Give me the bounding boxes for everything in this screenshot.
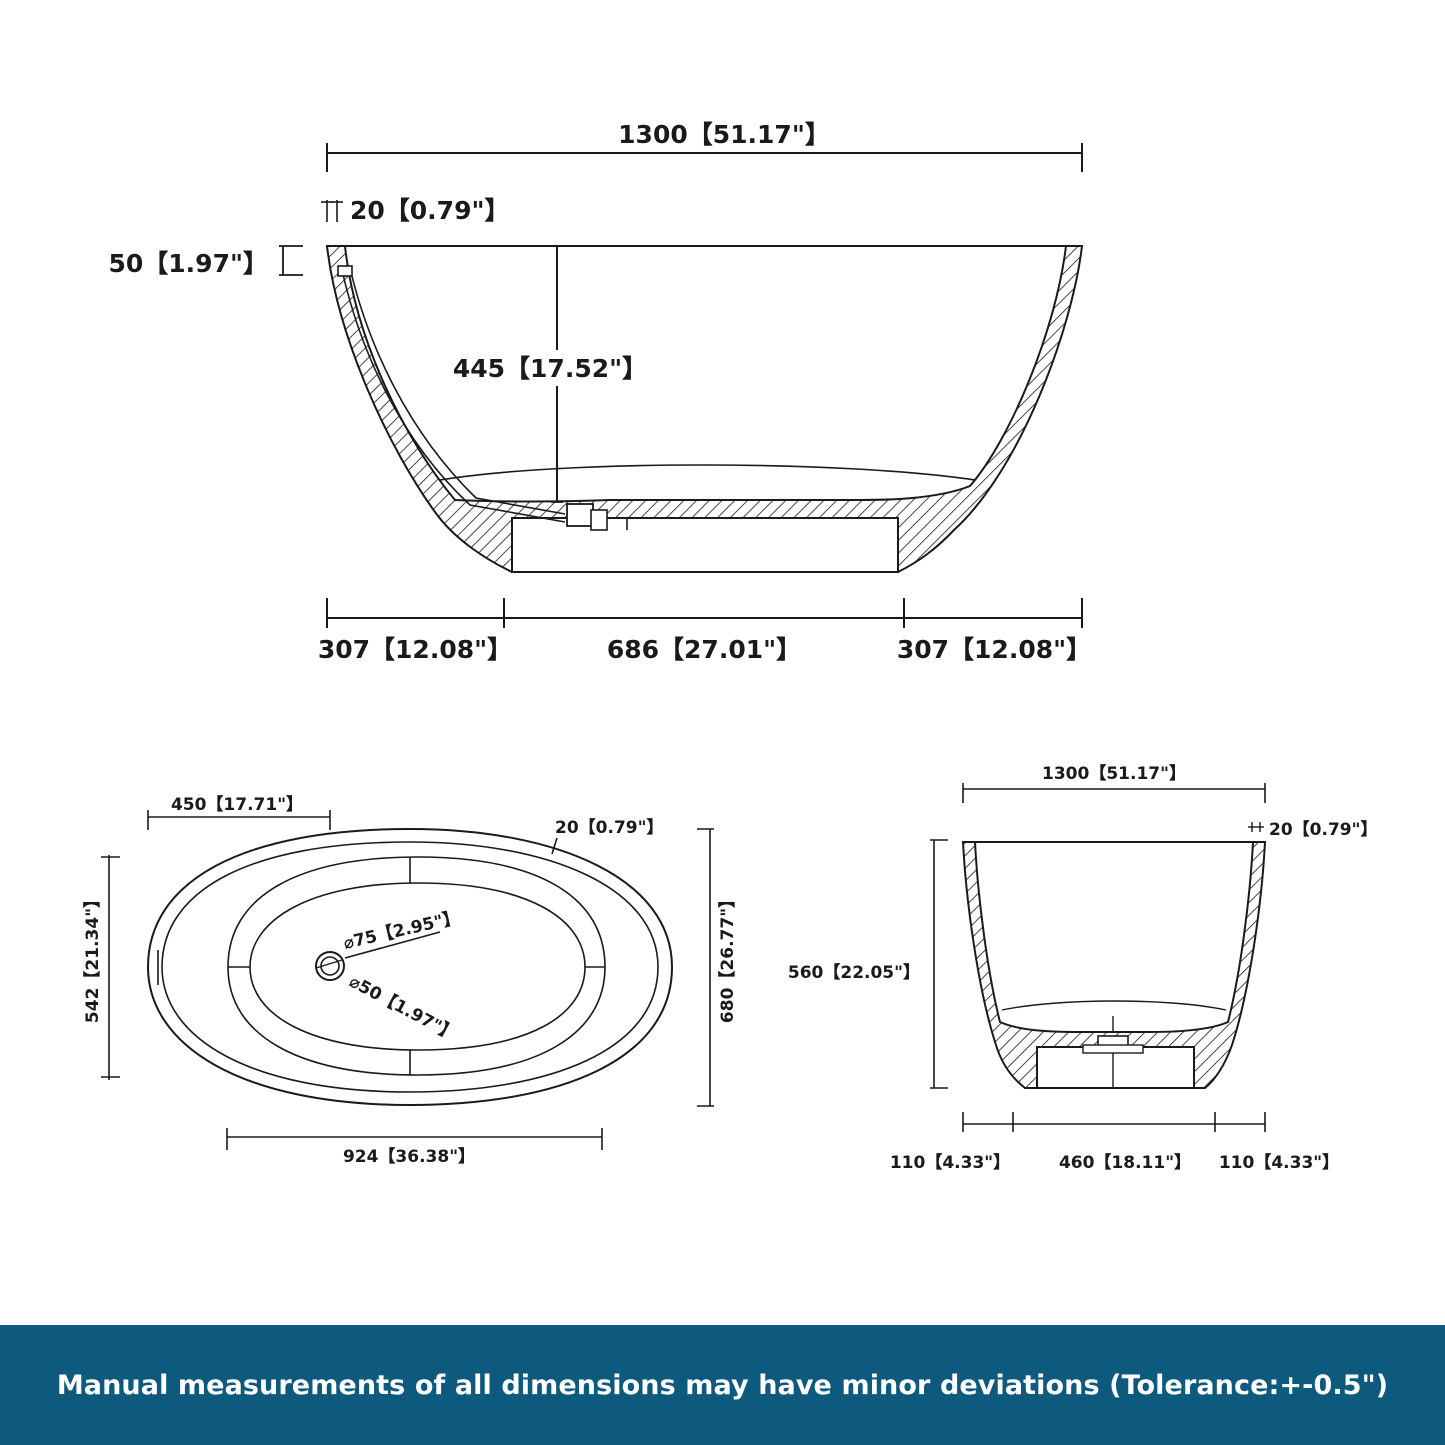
end-height-label: 560【22.05"】	[788, 962, 920, 983]
end-left-offset-label: 110【4.33"】	[890, 1152, 1010, 1173]
top-drain-offset-dimension: 450【17.71"】	[147, 794, 331, 830]
end-length-label: 1300【51.17"】	[1042, 763, 1186, 784]
end-height-dimension: 560【22.05"】	[788, 839, 948, 1089]
top-outer-drain-label: ⌀75【2.95"】	[341, 907, 461, 954]
side-length-label: 1300【51.17"】	[618, 120, 830, 149]
end-base-width-label: 460【18.11"】	[1059, 1152, 1191, 1173]
side-right-offset-label: 307【12.08"】	[897, 635, 1091, 664]
top-rim-thickness-label: 20【0.79"】	[555, 817, 663, 838]
side-view: 1300【51.17"】 20【0.79"】 50【1.97"】	[109, 120, 1092, 664]
tolerance-footer: Manual measurements of all dimensions ma…	[0, 1325, 1445, 1445]
top-tub-outline	[146, 827, 674, 1107]
top-overall-width-dimension: 680【26.77"】	[697, 828, 738, 1107]
top-inner-drain-label: ⌀50【1.97"】	[346, 971, 461, 1045]
end-right-offset-label: 110【4.33"】	[1219, 1152, 1339, 1173]
top-inner-length-label: 924【36.38"】	[343, 1146, 475, 1167]
side-wall-thickness-label: 20【0.79"】	[350, 196, 510, 225]
side-depth-label: 445【17.52"】	[453, 354, 647, 383]
side-left-offset-label: 307【12.08"】	[318, 635, 512, 664]
tub-dimension-drawing: 1300【51.17"】 20【0.79"】 50【1.97"】	[82, 120, 1378, 1173]
side-tub-section: 445【17.52"】	[325, 245, 1084, 573]
top-inner-width-dimension: 542【21.34"】	[82, 855, 120, 1080]
side-wall-thickness-dimension: 20【0.79"】	[321, 196, 510, 225]
top-inner-width-label: 542【21.34"】	[82, 891, 103, 1023]
top-rim-thickness-dimension: 20【0.79"】	[551, 817, 663, 855]
end-tub-section	[961, 841, 1267, 1089]
end-length-dimension: 1300【51.17"】	[962, 763, 1266, 803]
top-drain: ⌀75【2.95"】 ⌀50【1.97"】	[315, 907, 462, 1045]
side-rim-height-label: 50【1.97"】	[109, 249, 269, 278]
top-overall-width-label: 680【26.77"】	[717, 891, 738, 1023]
top-drain-offset-label: 450【17.71"】	[171, 794, 303, 815]
top-view: 450【17.71"】 20【0.79"】 ⌀75【2.95"】 ⌀50【1.	[82, 794, 738, 1167]
side-base-dimensions: 307【12.08"】 686【27.01"】 307【12.08"】	[318, 598, 1091, 664]
side-base-length-label: 686【27.01"】	[607, 635, 801, 664]
end-wall-thickness-label: 20【0.79"】	[1269, 819, 1377, 840]
top-inner-length-dimension: 924【36.38"】	[226, 1128, 603, 1167]
end-wall-thickness-dimension: 20【0.79"】	[1248, 819, 1377, 840]
end-base-dimensions: 110【4.33"】 460【18.11"】 110【4.33"】	[890, 1112, 1339, 1173]
end-view: 1300【51.17"】 20【0.79"】 560【22.05"】	[788, 763, 1378, 1173]
side-rim-height-dimension: 50【1.97"】	[109, 245, 303, 278]
tolerance-note: Manual measurements of all dimensions ma…	[56, 1369, 1389, 1401]
side-length-dimension: 1300【51.17"】	[326, 120, 1083, 172]
